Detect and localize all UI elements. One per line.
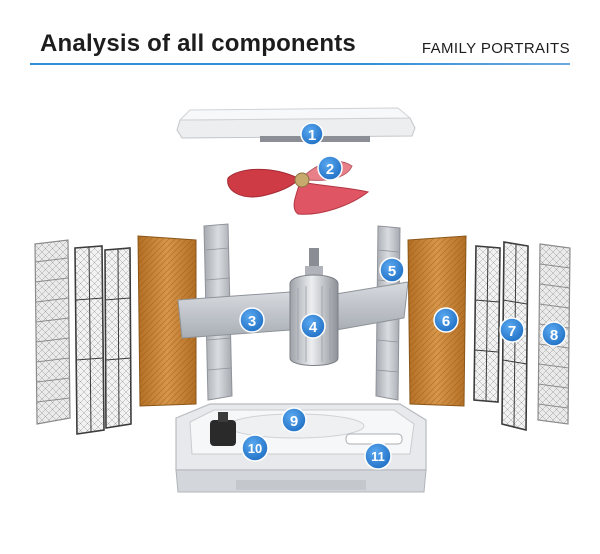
badge-11: 11 [364,442,392,470]
badge-9: 9 [281,407,307,433]
badge-2: 2 [317,155,343,181]
float-valve [345,433,403,445]
badge-1: 1 [300,122,324,146]
badge-5: 5 [379,257,405,283]
svg-text:10: 10 [248,441,262,456]
badge-8: 8 [541,321,567,347]
svg-text:7: 7 [508,323,516,340]
badge-4: 4 [300,313,326,339]
svg-text:3: 3 [248,313,256,330]
part-number-badges: 1 2 3 4 5 6 7 8 [239,122,567,470]
left-cooling-pad [137,235,197,407]
fan-blade [227,160,370,215]
svg-text:11: 11 [371,449,385,464]
badge-7: 7 [499,317,525,343]
water-pump [210,412,236,446]
svg-text:4: 4 [309,319,318,336]
header-divider [30,63,570,65]
svg-text:5: 5 [388,263,396,280]
badge-10: 10 [241,434,269,462]
motor [289,248,339,366]
page-title: Analysis of all components [40,30,356,57]
svg-text:2: 2 [326,161,334,178]
svg-text:8: 8 [550,327,558,344]
svg-text:6: 6 [442,313,450,330]
svg-text:1: 1 [308,127,316,144]
page-subtitle: FAMILY PORTRAITS [421,40,570,57]
badge-6: 6 [433,307,459,333]
left-filter-frames [34,239,132,435]
top-cover [176,107,416,142]
svg-text:9: 9 [290,413,298,430]
badge-3: 3 [239,307,265,333]
header: Analysis of all components FAMILY PORTRA… [0,0,600,70]
